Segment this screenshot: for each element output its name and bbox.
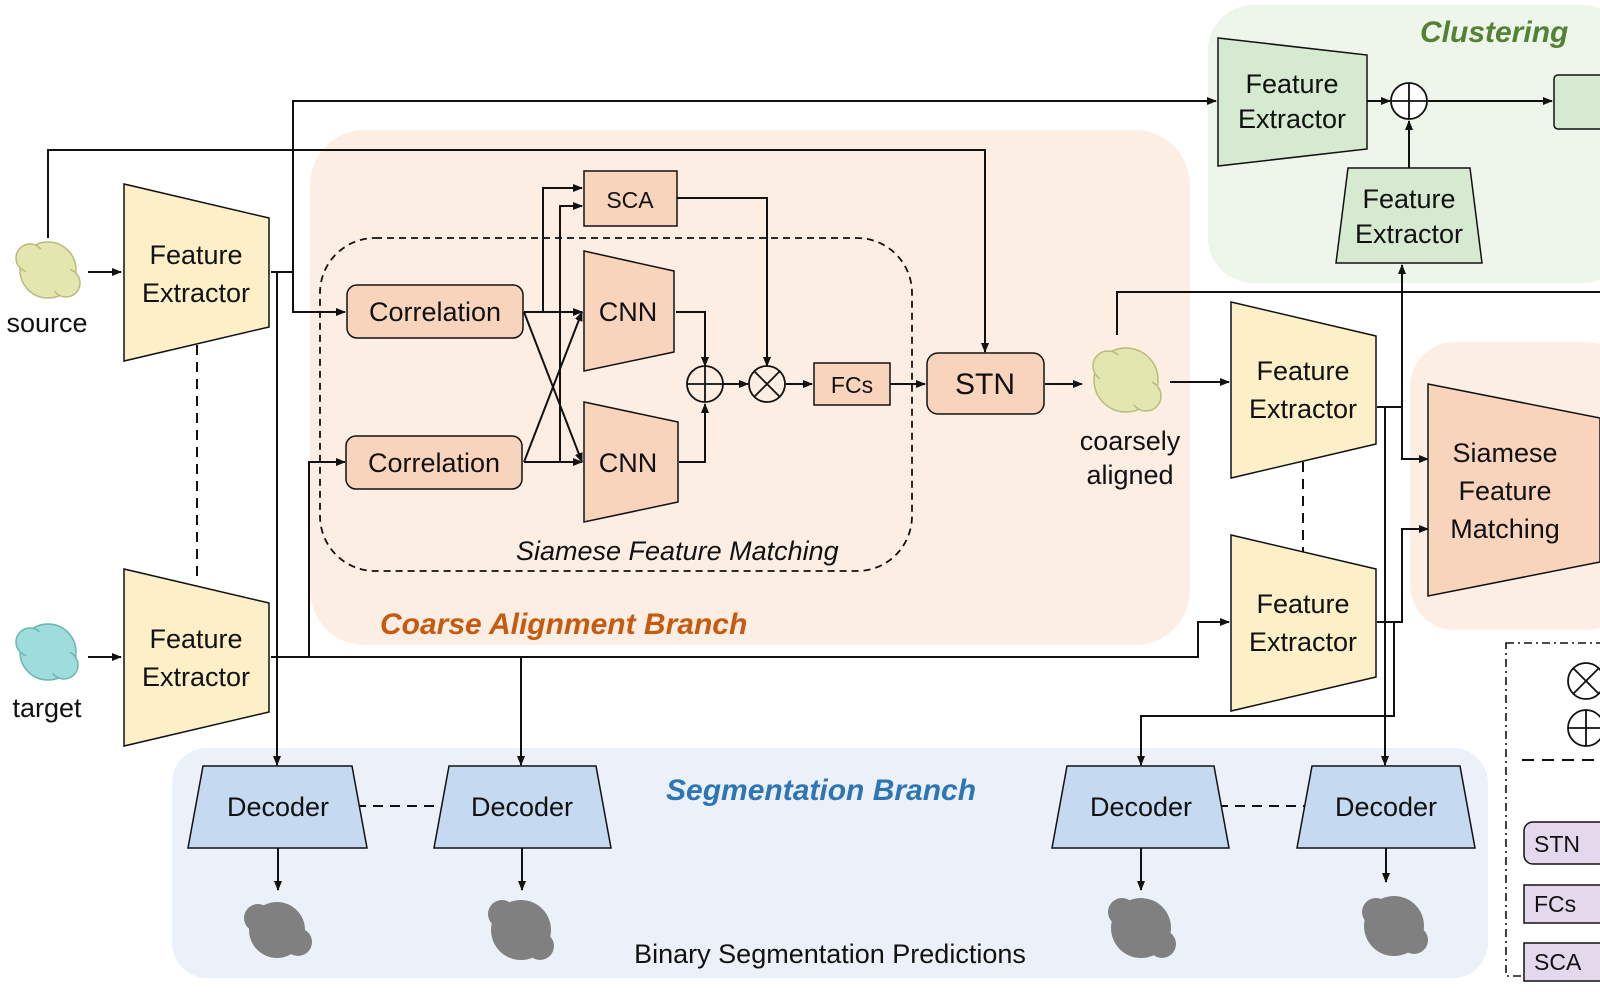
aligned-label: aligned [1086,460,1173,490]
svg-text:Correlation: Correlation [369,297,501,327]
prediction-1 [244,902,312,958]
svg-text:Feature: Feature [1256,356,1349,386]
decoder-2: Decoder [433,765,612,849]
legend-product-icon [1567,662,1600,700]
coarsely-aligned-volume [1092,347,1162,413]
siamese-feature-matching-label: Siamese Feature Matching [516,536,839,566]
segmentation-branch-title: Segmentation Branch [666,774,976,807]
decoder-1: Decoder [187,765,368,849]
svg-text:Extractor: Extractor [1249,627,1357,657]
svg-text:CNN: CNN [599,448,658,478]
svg-text:Decoder: Decoder [1090,792,1192,822]
clustering-branch-title: Clustering [1420,16,1568,49]
svg-text:STN: STN [955,368,1015,401]
source-volume [15,241,81,299]
legend-fcs: FCs [1523,884,1600,924]
cluster-output-box [1553,74,1600,130]
coarse-branch-title: Coarse Alignment Branch [380,608,747,641]
connections [47,97,1600,891]
svg-text:Extractor: Extractor [1249,394,1357,424]
target-volume [15,623,79,681]
feature-extractor-target: Feature Extractor [123,568,270,747]
prediction-4 [1362,896,1428,956]
feature-extractor-target-right: Feature Extractor [1230,534,1377,712]
prediction-3 [1108,898,1176,958]
cnn-top: CNN [583,250,675,372]
target-label: target [12,693,82,723]
legend-box [1505,642,1600,977]
decoder-3: Decoder [1051,765,1230,849]
svg-text:Feature: Feature [1256,589,1349,619]
feature-extractor-cluster-secondary: Feature Extractor [1335,167,1483,264]
fcs-block: FCs [813,362,891,406]
svg-text:Decoder: Decoder [227,792,329,822]
svg-text:Extractor: Extractor [1238,104,1346,134]
prediction-2 [488,900,554,960]
svg-text:CNN: CNN [599,297,658,327]
svg-text:Extractor: Extractor [142,278,250,308]
correlation-bottom: Correlation [345,435,523,490]
svg-text:Feature: Feature [1362,184,1455,214]
legend-sum-icon [1567,709,1600,747]
legend-sca: SCA [1523,942,1600,982]
svg-text:FCs: FCs [1534,891,1576,917]
svg-text:Correlation: Correlation [368,448,500,478]
source-label: source [6,308,87,338]
svg-text:Decoder: Decoder [471,792,573,822]
svg-text:Decoder: Decoder [1335,792,1437,822]
coarsely-label: coarsely [1080,426,1181,456]
cnn-bottom: CNN [583,401,679,523]
legend-stn: STN [1523,821,1600,865]
siamese-feature-matching-right: Siamese Feature Matching [1427,383,1600,597]
elementwise-product-icon [748,365,786,403]
stn-block: STN [926,352,1045,415]
svg-text:Feature: Feature [1245,69,1338,99]
siamese-feature-matching-box [319,237,913,572]
svg-text:Feature: Feature [149,240,242,270]
feature-extractor-cluster-main: Feature Extractor [1217,37,1368,167]
svg-text:Matching: Matching [1450,514,1560,544]
svg-text:SCA: SCA [1534,949,1582,975]
svg-text:FCs: FCs [831,372,873,398]
svg-text:STN: STN [1534,831,1580,857]
decoder-4: Decoder [1296,765,1476,849]
binary-predictions-label: Binary Segmentation Predictions [634,939,1026,969]
svg-text:Feature: Feature [149,624,242,654]
feature-extractor-source: Feature Extractor [123,183,270,362]
feature-extractor-aligned: Feature Extractor [1230,301,1377,479]
cluster-sum-icon [1390,82,1428,120]
svg-text:Extractor: Extractor [1355,219,1463,249]
svg-text:SCA: SCA [606,187,654,213]
correlation-top: Correlation [346,284,524,339]
svg-text:Feature: Feature [1458,476,1551,506]
elementwise-sum-icon [686,365,724,403]
sca-block: SCA [583,170,678,227]
svg-text:Extractor: Extractor [142,662,250,692]
svg-text:Siamese: Siamese [1452,438,1557,468]
